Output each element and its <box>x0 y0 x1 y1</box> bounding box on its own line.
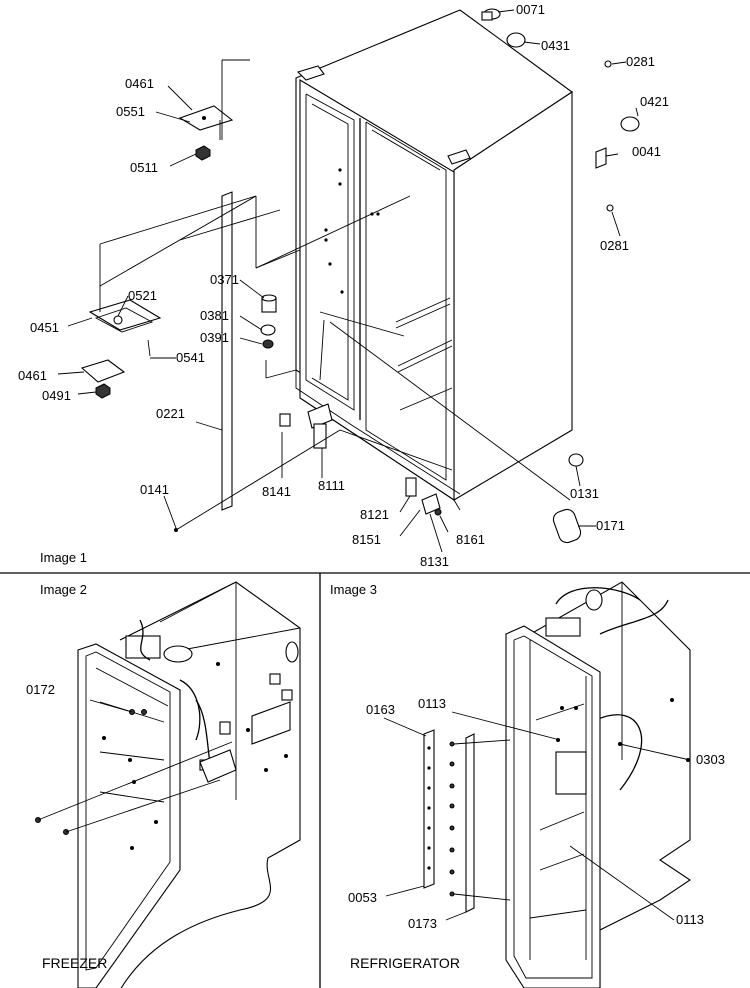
callout-0131: 0131 <box>570 486 599 501</box>
callout-0391: 0391 <box>200 330 229 345</box>
callout-8161: 8161 <box>456 532 485 547</box>
callout-0461-lower: 0461 <box>18 368 47 383</box>
callout-0173: 0173 <box>408 916 437 931</box>
callout-0303: 0303 <box>696 752 725 767</box>
callout-0281-lower: 0281 <box>600 238 629 253</box>
callout-0451: 0451 <box>30 320 59 335</box>
image2-caption: Image 2 <box>40 582 87 597</box>
refrigerator-drawing <box>423 581 691 988</box>
callout-0281: 0281 <box>626 54 655 69</box>
freezer-drawing <box>35 581 301 988</box>
freezer-label: FREEZER <box>42 955 107 971</box>
callout-0371: 0371 <box>210 272 239 287</box>
callout-0071: 0071 <box>516 2 545 17</box>
image2-labels: Image 2 0172 FREEZER <box>26 582 107 971</box>
callout-0172: 0172 <box>26 682 55 697</box>
callout-0551: 0551 <box>116 104 145 119</box>
image1-caption: Image 1 <box>40 550 87 565</box>
callout-0541: 0541 <box>176 350 205 365</box>
cabinet-drawing <box>295 9 573 511</box>
image3-caption: Image 3 <box>330 582 377 597</box>
callout-0491: 0491 <box>42 388 71 403</box>
callout-8131: 8131 <box>420 554 449 569</box>
callout-8121: 8121 <box>360 507 389 522</box>
refrigerator-label: REFRIGERATOR <box>350 955 460 971</box>
image1-labels: 0071 0431 0281 0421 0041 0281 0461 0551 … <box>18 2 669 569</box>
callout-0171: 0171 <box>596 518 625 533</box>
callout-0163: 0163 <box>366 702 395 717</box>
callout-0511: 0511 <box>130 160 158 175</box>
image1-parts <box>80 8 640 544</box>
callout-0381: 0381 <box>200 308 229 323</box>
callout-8111: 8111 <box>318 478 345 493</box>
callout-0113-top: 0113 <box>418 696 446 711</box>
callout-8141: 8141 <box>262 484 291 499</box>
gasket-strip <box>221 191 233 511</box>
image3-labels: Image 3 0163 0113 0303 0053 0173 0113 RE… <box>330 582 725 971</box>
callout-0221: 0221 <box>156 406 185 421</box>
callout-0053: 0053 <box>348 890 377 905</box>
callout-0431: 0431 <box>541 38 570 53</box>
callout-0113-bottom: 0113 <box>676 912 704 927</box>
callout-0041: 0041 <box>632 144 661 159</box>
callout-0521: 0521 <box>128 288 157 303</box>
image1-leaders <box>57 9 639 553</box>
callout-8151: 8151 <box>352 532 381 547</box>
callout-0421: 0421 <box>640 94 669 109</box>
callout-0461-top: 0461 <box>125 76 154 91</box>
callout-0141: 0141 <box>140 482 169 497</box>
